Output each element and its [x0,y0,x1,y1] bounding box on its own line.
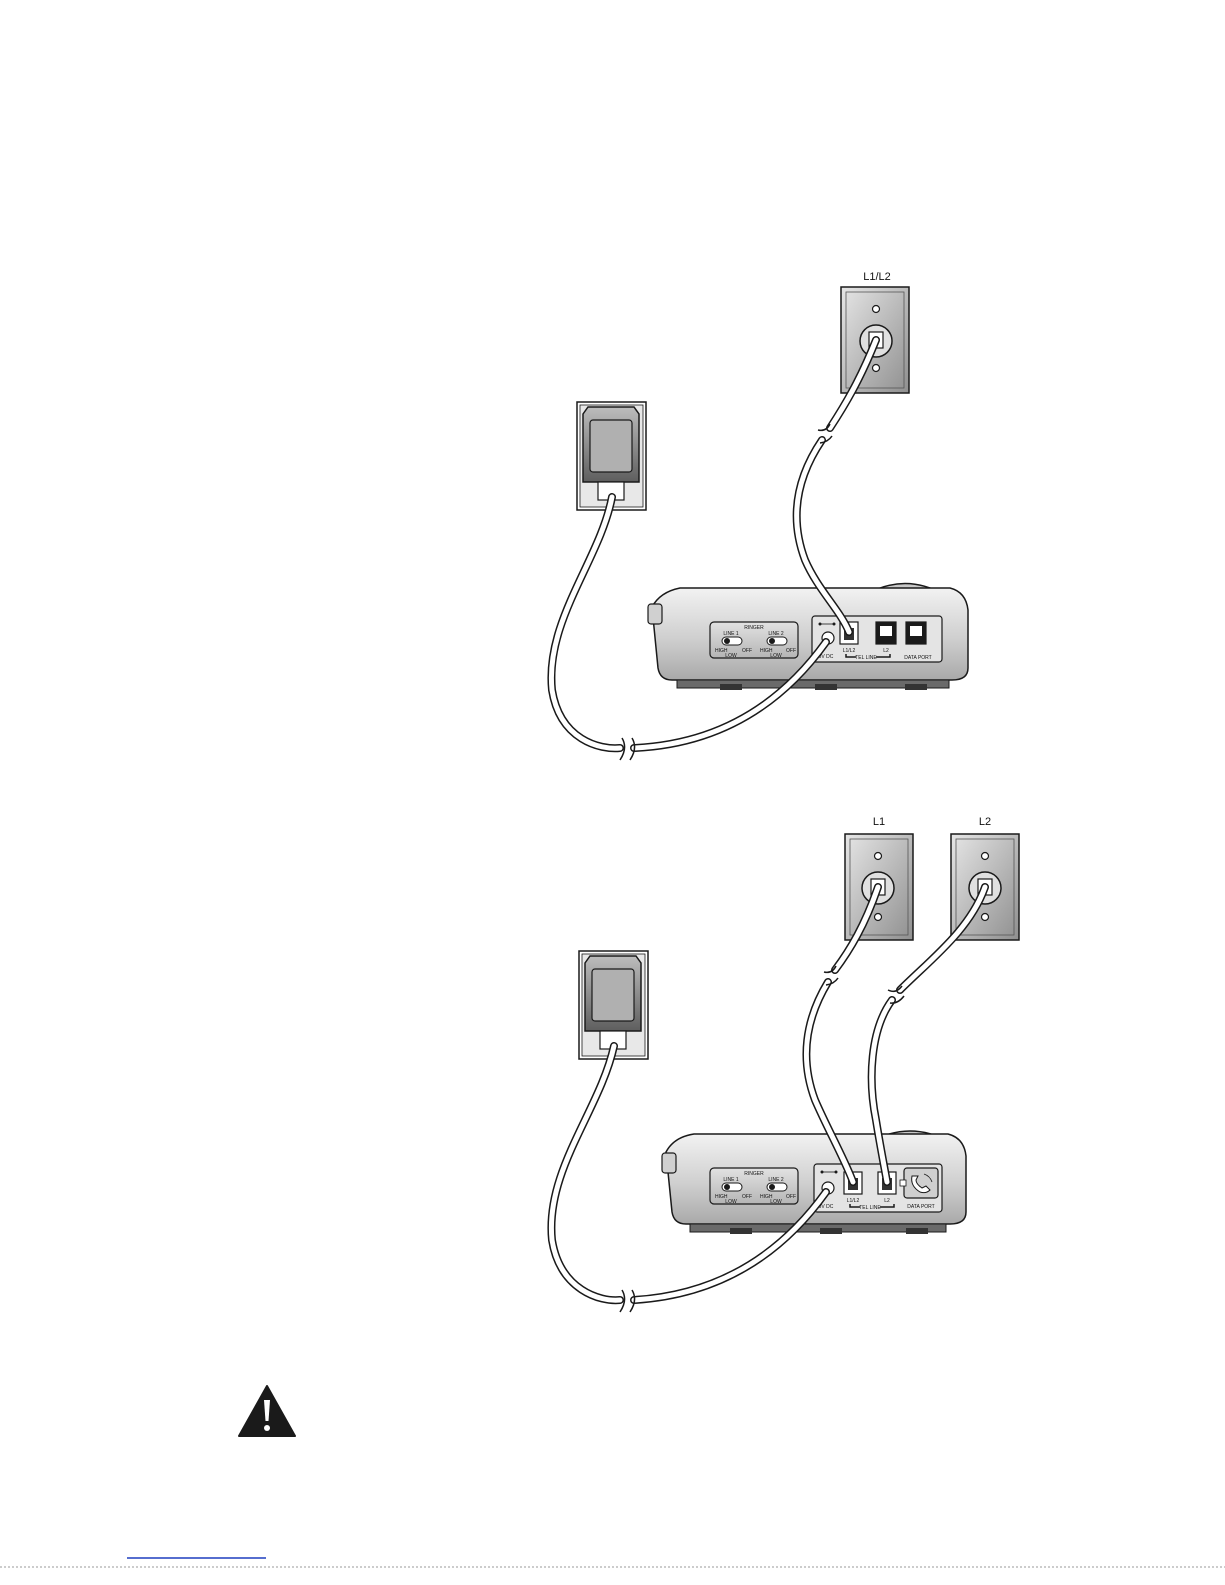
base-unit-top: RINGER LINE 1 LINE 2 HIGH OFF LOW HIGH O… [648,584,968,691]
diagram-bottom: L1 L2 [551,816,1019,1312]
switch-low-2: LOW [770,653,782,659]
port-data-label: DATA PORT [904,655,932,661]
base-unit-bottom: RINGER LINE 1 LINE 2 HIGH OFF LOW HIGH O… [662,1131,966,1234]
port-data-label: DATA PORT [907,1204,935,1210]
ringer-title: RINGER [744,1171,764,1177]
wall-jack-l1l2: L1/L2 [841,271,909,393]
port-l1l2-label: L1/L2 [843,648,856,654]
port-l2-label: L2 [883,648,889,654]
switch-line2-label: LINE 2 [768,631,784,637]
switch-off-1: OFF [742,1194,752,1200]
switch-off-2: OFF [786,648,796,654]
port-l2-label: L2 [884,1198,890,1204]
diagram-top: L1/L2 RINGER LI [551,271,968,760]
port-l1l2-label: L1/L2 [847,1198,860,1204]
switch-off-1: OFF [742,648,752,654]
switch-line1-label: LINE 1 [723,631,739,637]
switch-low-2: LOW [770,1199,782,1205]
wall-jack2-label: L2 [979,816,991,828]
wall-jack-l1: L1 [845,816,913,940]
switch-low-1: LOW [725,653,737,659]
switch-line2-label: LINE 2 [768,1177,784,1183]
switch-low-1: LOW [725,1199,737,1205]
footer-rule [0,1558,1225,1567]
port-data[interactable] [904,1168,938,1198]
port-tel-line-label: TEL LINE [855,655,877,661]
ringer-title: RINGER [744,625,764,631]
warning-triangle-icon [239,1386,295,1436]
wall-jack1-label: L1 [873,816,885,828]
port-tel-line-label: TEL LINE [859,1205,881,1211]
wall-jack-l2: L2 [951,816,1019,940]
wall-jack-label: L1/L2 [863,271,891,283]
switch-line1-label: LINE 1 [723,1177,739,1183]
switch-off-2: OFF [786,1194,796,1200]
